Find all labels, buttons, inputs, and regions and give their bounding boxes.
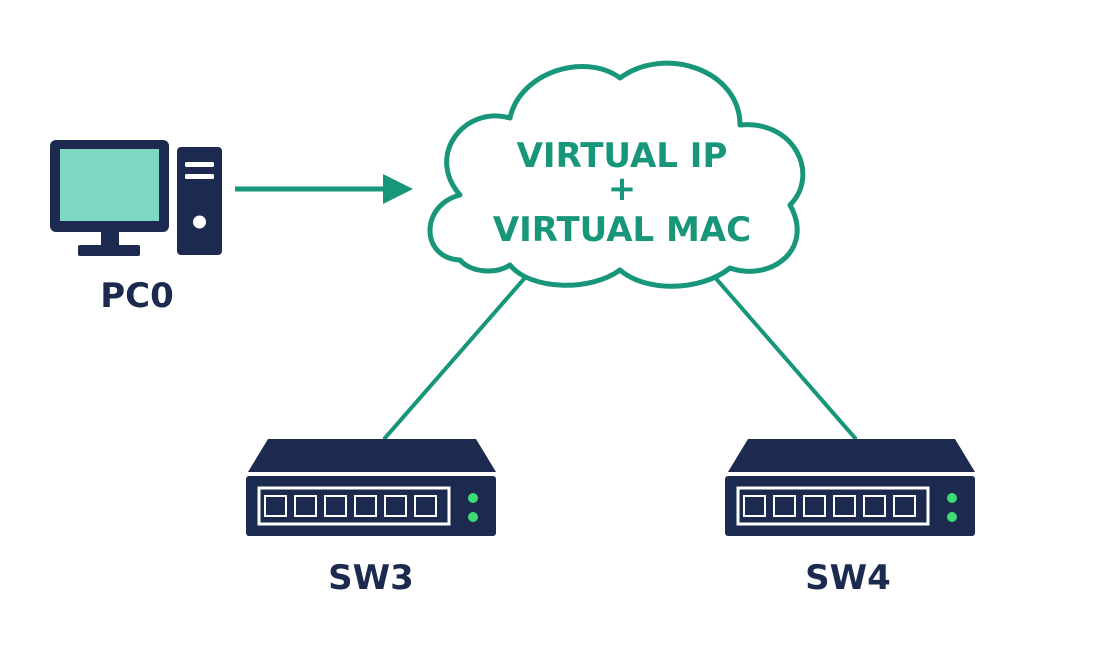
pc-label: PC0 — [100, 276, 174, 316]
switch-sw3: SW3 — [246, 439, 496, 598]
monitor-base — [78, 245, 140, 256]
desktop-computer-icon — [50, 140, 222, 256]
virtual-cloud: VIRTUAL IP + VIRTUAL MAC — [427, 60, 806, 289]
status-led-bottom — [947, 512, 957, 522]
link-sw4-cloud — [710, 272, 857, 440]
port-panel — [736, 486, 930, 526]
network-switch-icon — [725, 439, 975, 536]
switch-sw4: SW4 — [725, 439, 975, 598]
sw3-label: SW3 — [328, 558, 414, 598]
monitor-screen — [60, 149, 159, 221]
switch-body — [725, 476, 975, 536]
network-switch-icon — [246, 439, 496, 536]
pc-node: PC0 — [50, 140, 222, 316]
sw4-label: SW4 — [805, 558, 891, 598]
power-button — [193, 215, 206, 229]
status-led-bottom — [468, 512, 478, 522]
cloud-label-line1: VIRTUAL IP — [517, 136, 728, 176]
ethernet-ports — [264, 495, 437, 517]
switch-top — [728, 439, 975, 472]
link-sw3-cloud — [383, 270, 532, 440]
monitor-neck — [101, 232, 119, 246]
status-led-top — [468, 493, 478, 503]
switch-top — [248, 439, 496, 472]
drive-bay-2 — [185, 174, 214, 179]
switch-body — [246, 476, 496, 536]
status-led-top — [947, 493, 957, 503]
ethernet-ports — [743, 495, 916, 517]
arrow-pc-to-cloud — [235, 174, 413, 204]
cloud-icon — [427, 60, 806, 289]
drive-bay-1 — [185, 162, 214, 167]
port-panel — [257, 486, 451, 526]
cloud-label-line2: + — [608, 169, 637, 209]
cloud-label-line3: VIRTUAL MAC — [493, 210, 751, 250]
